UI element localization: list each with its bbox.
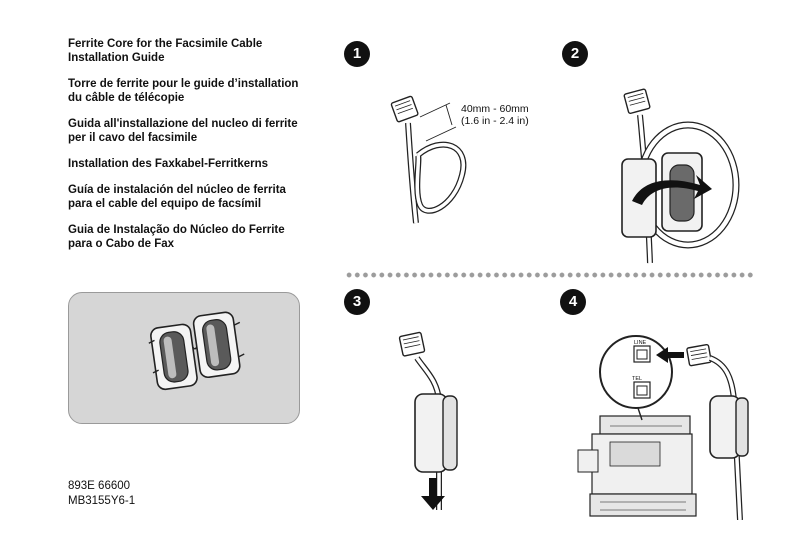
line-port-label: LINE [634,340,647,346]
step-4-connect-illustration: LINE TEL [577,335,749,520]
title-english: Ferrite Core for the Facsimile Cable Ins… [68,38,263,64]
title-german: Installation des Faxkabel-Ferritkerns [68,158,269,170]
step-2-wrap-illustration [621,88,740,264]
step-3-slide-illustration [398,331,458,510]
title-italian: Guida all'installazione del nucleo di fe… [68,118,298,144]
cable-length-measurement: 40mm - 60mm (1.6 in - 2.4 in) [461,103,529,127]
title-spanish: Guía de instalación del núcleo de ferrit… [68,184,286,210]
measurement-metric: 40mm - 60mm [461,103,529,115]
section-divider [345,271,755,279]
title-french: Torre de ferrite pour le guide d’install… [68,78,299,104]
title-list: Ferrite Core for the Facsimile Cable Ins… [68,37,318,263]
ferrite-core-illustration [148,311,245,391]
step-1-cable-illustration [390,95,467,224]
step-2-badge: 2 [562,41,588,67]
step-1-badge: 1 [344,41,370,67]
document-codes: 893E 66600 MB3155Y6-1 [68,479,135,509]
measurement-imperial: (1.6 in - 2.4 in) [461,115,529,127]
tel-port-label: TEL [632,376,642,382]
step-3-badge: 3 [344,289,370,315]
title-portuguese: Guia de Instalação do Núcleo do Ferrite … [68,224,285,250]
ferrite-core-preview [68,292,300,424]
part-number: 893E 66600 [68,480,131,492]
step-4-badge: 4 [560,289,586,315]
manual-code: MB3155Y6-1 [68,495,136,507]
